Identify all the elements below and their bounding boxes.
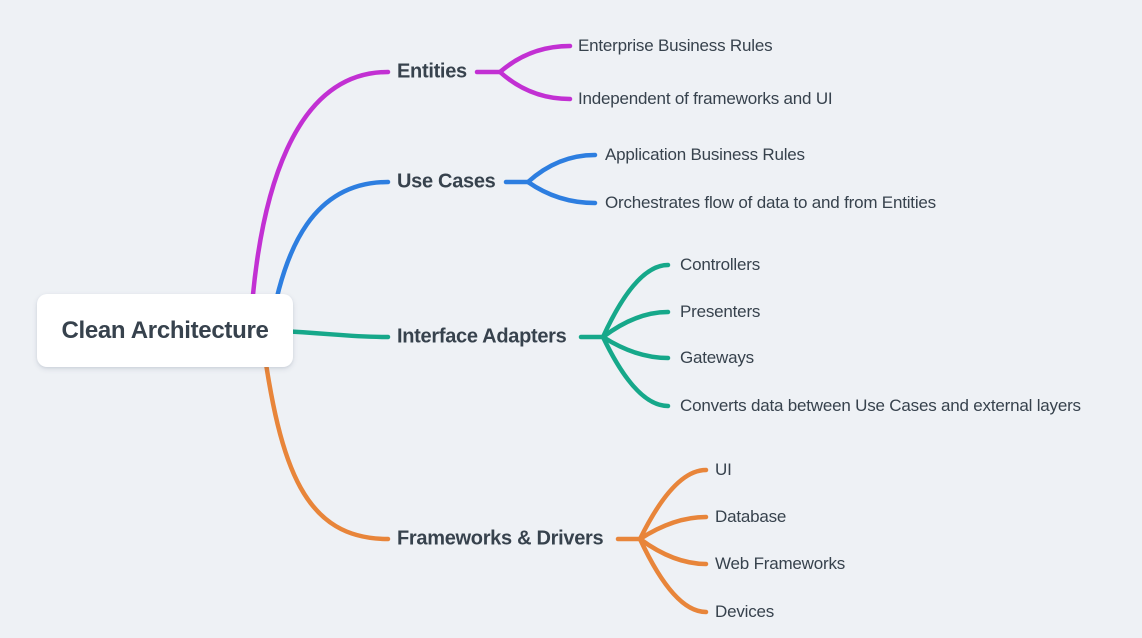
link-frameworks-drivers-child-3: [637, 536, 709, 615]
child-node-entities-0[interactable]: Enterprise Business Rules: [578, 36, 773, 55]
child-node-use-cases-0[interactable]: Application Business Rules: [605, 145, 805, 164]
child-node-interface-adapters-1[interactable]: Presenters: [680, 302, 761, 321]
branch-node-frameworks-drivers[interactable]: Frameworks & Drivers: [397, 527, 604, 550]
child-node-frameworks-drivers-2[interactable]: Web Frameworks: [715, 554, 846, 573]
link-interface-adapters-child-0: [600, 262, 671, 340]
child-node-frameworks-drivers-0[interactable]: UI: [715, 460, 732, 479]
branch-node-entities[interactable]: Entities: [397, 60, 467, 83]
link-use-cases-child-1: [525, 179, 598, 206]
link-entities-child-0: [497, 43, 573, 75]
link-frameworks-drivers-child-1: [637, 514, 709, 542]
link-frameworks-drivers-child-2: [637, 536, 709, 567]
child-node-interface-adapters-3[interactable]: Converts data between Use Cases and exte…: [680, 396, 1081, 415]
link-frameworks-drivers-child-0: [637, 467, 709, 542]
root-node[interactable]: Clean Architecture: [37, 294, 293, 367]
branch-node-interface-adapters[interactable]: Interface Adapters: [397, 325, 567, 348]
child-node-interface-adapters-0[interactable]: Controllers: [680, 255, 760, 274]
root-node-label: Clean Architecture: [61, 316, 269, 344]
link-interface-adapters-child-1: [600, 309, 671, 340]
child-node-interface-adapters-2[interactable]: Gateways: [680, 348, 754, 367]
child-node-frameworks-drivers-1[interactable]: Database: [715, 507, 787, 526]
child-node-use-cases-1[interactable]: Orchestrates flow of data to and from En…: [605, 193, 936, 212]
link-interface-adapters-child-3: [600, 334, 671, 409]
link-root-frameworks-drivers: [259, 333, 391, 542]
child-node-frameworks-drivers-3[interactable]: Devices: [715, 602, 775, 621]
link-root-interface-adapters: [275, 328, 391, 340]
link-entities-child-1: [497, 69, 573, 102]
link-root-entities: [247, 69, 391, 337]
child-node-entities-1[interactable]: Independent of frameworks and UI: [578, 89, 833, 108]
link-use-cases-child-0: [525, 152, 598, 185]
branch-node-use-cases[interactable]: Use Cases: [397, 170, 496, 193]
link-interface-adapters-child-2: [600, 334, 671, 361]
